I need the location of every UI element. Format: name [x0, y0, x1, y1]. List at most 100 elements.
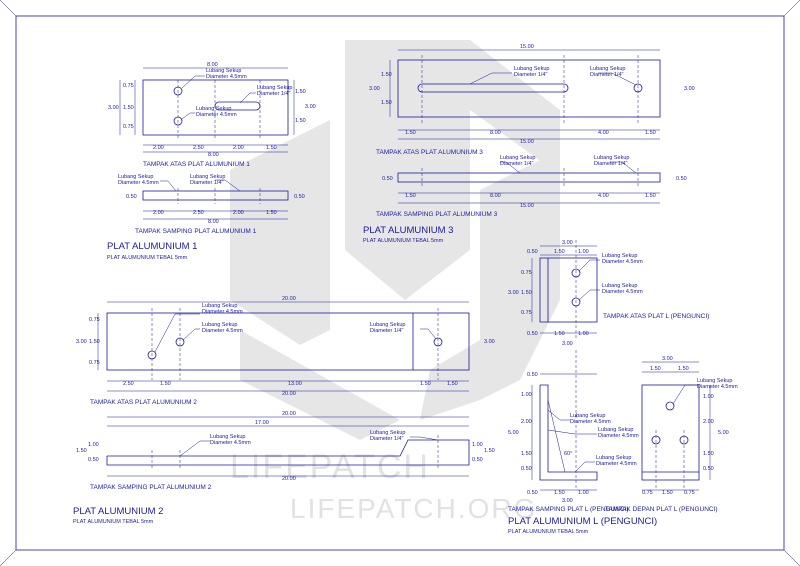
plat2-top-outline: [106, 312, 470, 371]
svg-text:3.00: 3.00: [76, 339, 87, 345]
svg-text:20.00: 20.00: [282, 476, 296, 482]
svg-text:1.50: 1.50: [420, 381, 431, 387]
svg-text:Lubang Sekup: Lubang Sekup: [570, 413, 605, 419]
svg-text:0.75: 0.75: [521, 310, 532, 316]
sheet-border: [15, 15, 785, 551]
plat1-subtitle: PLAT ALUMUNIUM TEBAL 5mm: [107, 255, 188, 261]
svg-text:Lubang Sekup: Lubang Sekup: [257, 85, 292, 91]
svg-text:1.50: 1.50: [645, 130, 656, 136]
svg-text:1.50: 1.50: [447, 381, 458, 387]
plat3-top-caption: TAMPAK ATAS PLAT ALUMUNIUM 3: [376, 149, 483, 156]
plat3-drawing: 15.00 1.50 1.50 3.00 3.00 Lubang Sekup D…: [363, 44, 695, 244]
svg-text:1.50: 1.50: [554, 249, 565, 255]
svg-text:0.75: 0.75: [684, 490, 695, 496]
svg-text:0.50: 0.50: [527, 490, 538, 496]
svg-text:2.00: 2.00: [153, 145, 164, 151]
svg-text:1.50: 1.50: [381, 100, 392, 106]
svg-text:8.00: 8.00: [207, 62, 218, 68]
svg-text:Diameter 4.5mm: Diameter 4.5mm: [598, 433, 639, 439]
plat1-side-outline: [142, 190, 289, 201]
svg-text:0.75: 0.75: [89, 317, 100, 323]
plat1-side-caption: TAMPAK SAMPING PLAT ALUMUNIUM 1: [135, 228, 257, 235]
svg-text:2.50: 2.50: [123, 381, 134, 387]
svg-text:1.50: 1.50: [76, 448, 87, 454]
svg-text:3.00: 3.00: [562, 240, 573, 246]
svg-text:0.50: 0.50: [703, 466, 714, 472]
svg-text:0.75: 0.75: [521, 270, 532, 276]
svg-text:5.00: 5.00: [718, 430, 729, 436]
svg-text:Lubang Sekup: Lubang Sekup: [190, 174, 225, 180]
svg-text:2.50: 2.50: [193, 210, 204, 216]
svg-text:Lubang Sekup: Lubang Sekup: [602, 283, 637, 289]
svg-text:1.50: 1.50: [484, 448, 495, 454]
svg-text:2.00: 2.00: [521, 419, 532, 425]
svg-text:Diameter 4.5mm: Diameter 4.5mm: [210, 440, 251, 446]
svg-text:Lubang Sekup: Lubang Sekup: [514, 66, 549, 72]
svg-text:3.00: 3.00: [684, 86, 695, 92]
svg-text:Diameter 4.5mm: Diameter 4.5mm: [570, 419, 611, 425]
plat1-title: PLAT ALUMUNIUM 1: [107, 241, 197, 252]
svg-text:Lubang Sekup: Lubang Sekup: [594, 155, 629, 161]
svg-text:17.00: 17.00: [255, 420, 269, 426]
svg-text:Lubang Sekup: Lubang Sekup: [500, 155, 535, 161]
svg-text:Diameter 4.5mm: Diameter 4.5mm: [602, 289, 643, 295]
plat1-top-outline: [142, 79, 289, 136]
svg-text:Lubang Sekup: Lubang Sekup: [206, 68, 241, 74]
svg-text:0.50: 0.50: [294, 194, 305, 200]
svg-text:0.50: 0.50: [472, 457, 483, 463]
svg-text:1.50: 1.50: [678, 366, 689, 372]
svg-text:Lubang Sekup: Lubang Sekup: [370, 430, 405, 436]
svg-text:1.00: 1.00: [472, 442, 483, 448]
svg-text:1.50: 1.50: [89, 339, 100, 345]
svg-text:0.50: 0.50: [126, 194, 137, 200]
svg-text:0.50: 0.50: [527, 331, 538, 337]
watermark-logo: LIFEPATCH LIFEPATCH.ORG: [230, 40, 560, 524]
svg-text:1.50: 1.50: [295, 118, 306, 124]
svg-text:Diameter 1/4": Diameter 1/4": [190, 180, 223, 186]
svg-text:15.00: 15.00: [520, 44, 534, 50]
plat2-subtitle: PLAT ALUMUNIUM TEBAL 5mm: [73, 519, 154, 525]
svg-text:Lubang Sekup: Lubang Sekup: [202, 303, 237, 309]
svg-text:3.00: 3.00: [108, 105, 119, 111]
svg-text:Lubang Sekup: Lubang Sekup: [602, 253, 637, 259]
svg-text:Lubang Sekup: Lubang Sekup: [598, 427, 633, 433]
plat2-side-caption: TAMPAK SAMPING PLAT ALUMUNIUM 2: [90, 484, 212, 491]
svg-text:1.50: 1.50: [521, 451, 532, 457]
svg-text:1.50: 1.50: [405, 193, 416, 199]
plat2-top-caption: TAMPAK ATAS PLAT ALUMUNIUM 2: [90, 399, 197, 406]
platL-front-caption: TAMPAK DEPAN PLAT L (PENGUNCI): [605, 506, 718, 513]
plat2-drawing: 20.00 0.75 1.50 0.75 3.00 3.00 Lubang Se…: [73, 296, 495, 525]
svg-text:1.50: 1.50: [521, 290, 532, 296]
svg-text:0.75: 0.75: [123, 124, 134, 130]
svg-text:0.50: 0.50: [382, 176, 393, 182]
platL-side-caption: TAMPAK SAMPING PLAT L (PENGUNCI): [508, 506, 629, 513]
svg-text:4.00: 4.00: [598, 130, 609, 136]
svg-text:3.00: 3.00: [508, 290, 519, 296]
svg-text:0.50: 0.50: [527, 249, 538, 255]
svg-text:1.50: 1.50: [405, 130, 416, 136]
svg-text:15.00: 15.00: [520, 139, 534, 145]
plat2-title: PLAT ALUMUNIUM 2: [73, 506, 163, 517]
plat2-side-outline: [106, 439, 470, 466]
svg-text:Diameter 1/4": Diameter 1/4": [257, 91, 290, 97]
svg-text:15.00: 15.00: [520, 203, 534, 209]
svg-text:2.00: 2.00: [153, 210, 164, 216]
svg-text:1.50: 1.50: [266, 145, 277, 151]
svg-text:0.50: 0.50: [88, 457, 99, 463]
svg-text:Diameter 4.5mm: Diameter 4.5mm: [202, 309, 243, 315]
svg-text:3.00: 3.00: [484, 339, 495, 345]
svg-text:Lubang Sekup: Lubang Sekup: [210, 434, 245, 440]
svg-text:3.00: 3.00: [662, 356, 673, 362]
svg-text:1.50: 1.50: [703, 451, 714, 457]
plat3-top-outline: [397, 59, 661, 118]
svg-text:8.00: 8.00: [208, 219, 219, 225]
svg-text:Lubang Sekup: Lubang Sekup: [196, 106, 231, 112]
svg-text:0.50: 0.50: [527, 372, 538, 378]
svg-text:Lubang Sekup: Lubang Sekup: [697, 378, 732, 384]
platL-top-caption: TAMPAK ATAS PLAT L (PENGUNCI): [603, 313, 709, 320]
svg-text:1.00: 1.00: [521, 392, 532, 398]
svg-text:2.50: 2.50: [193, 145, 204, 151]
svg-text:1.00: 1.00: [578, 490, 589, 496]
svg-text:Diameter 4.5mm: Diameter 4.5mm: [202, 328, 243, 334]
svg-text:8.00: 8.00: [490, 130, 501, 136]
